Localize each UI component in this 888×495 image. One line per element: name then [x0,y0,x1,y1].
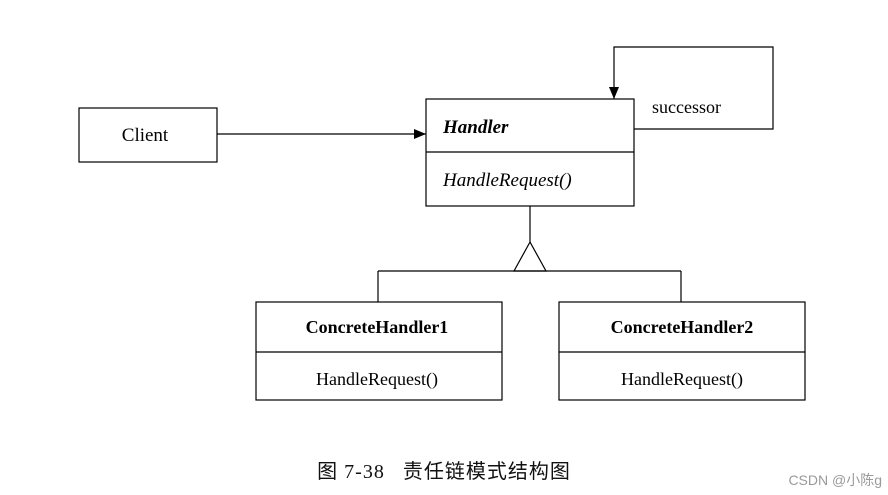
figure-title: 责任链模式结构图 [402,459,571,483]
client-box [78,107,218,163]
concrete-handler2-method: HandleRequest() [621,369,743,390]
client-label: Client [122,125,169,146]
handler-method: HandleRequest() [442,170,572,191]
concrete-handler2-name: ConcreteHandler2 [611,317,754,337]
uml-diagram: Client Handler HandleRequest() successor… [78,46,806,401]
handler-name: Handler [442,117,509,138]
concrete-handler2-class [558,301,806,401]
concrete-handler1-class [255,301,503,401]
inheritance-connector [377,206,682,302]
concrete-handler1-name: ConcreteHandler1 [306,317,449,337]
concrete-handler1-method: HandleRequest() [316,369,438,390]
successor-association [609,46,774,130]
inheritance-triangle [512,240,548,272]
cropped-text-strip [18,0,363,4]
figure-caption: 图 7-38 责任链模式结构图 [0,455,888,484]
watermark: CSDN @小陈g [788,472,882,488]
successor-label: successor [652,97,721,117]
figure-number: 图 7-38 [317,461,385,483]
